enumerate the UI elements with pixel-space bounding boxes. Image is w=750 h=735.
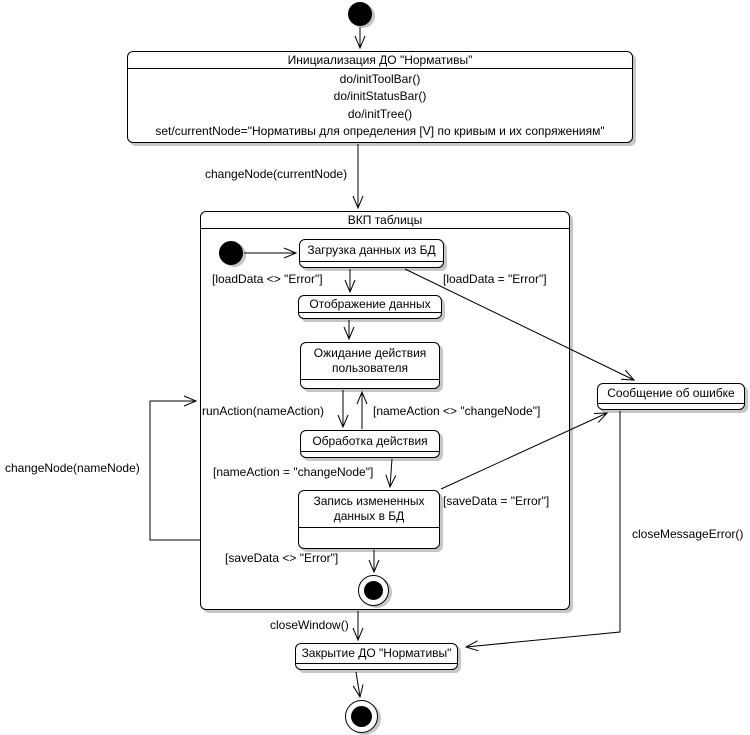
initial-state [348, 2, 372, 26]
state-init: Инициализация ДО "Нормативы" do/initTool… [127, 51, 633, 143]
transition-label-load-ok: [loadData <> "Error"] [212, 272, 323, 286]
state-error-message: Сообщение об ошибке [597, 383, 745, 410]
edge-composite-self-loop [149, 395, 200, 541]
state-save-data-line1: Запись измененных [313, 494, 425, 508]
state-load-data: Загрузка данных из БД [299, 239, 444, 268]
state-process-action-label: Обработка действия [312, 433, 428, 448]
state-save-data: Запись измененных данных в БД [298, 490, 440, 549]
state-close-do: Закрытие ДО "Нормативы" [295, 643, 458, 670]
state-save-data-line2: данных в БД [333, 509, 405, 523]
state-init-title: Инициализация ДО "Нормативы" [128, 52, 632, 69]
state-load-data-label: Загрузка данных из БД [307, 243, 436, 257]
action-init-toolbar: do/initToolBar() [339, 71, 421, 86]
state-wait-user-line2: пользователя [332, 361, 408, 375]
transition-label-load-error: [loadData = "Error"] [443, 272, 547, 286]
inner-final-state [358, 575, 389, 606]
state-error-message-label: Сообщение об ошибке [607, 386, 735, 400]
state-close-do-label: Закрытие ДО "Нормативы" [301, 646, 452, 660]
edge-close-to-final [352, 671, 364, 699]
state-wait-user: Ожидание действия пользователя [300, 342, 440, 389]
transition-label-save-ok: [saveData <> "Error"] [225, 551, 339, 565]
action-init-tree: do/initTree() [347, 106, 413, 121]
composite-state-title: ВКП таблицы [201, 212, 569, 229]
transition-label-change-node-current: changeNode(currentNode) [205, 167, 348, 181]
action-set-currentnode: set/currentNode="Нормативы для определен… [155, 124, 605, 138]
action-init-statusbar: do/initStatusBar() [333, 89, 427, 103]
transition-label-save-error: [saveData = "Error"] [443, 494, 550, 508]
transition-label-close-window: closeWindow() [270, 618, 349, 632]
state-display-data-label: Отображение данных [309, 296, 431, 311]
transition-label-close-message-error: closeMessageError() [632, 527, 744, 541]
transition-label-change-node-name: changeNode(nameNode) [5, 461, 140, 475]
state-display-data: Отображение данных [298, 295, 442, 319]
transition-label-name-action-neq: [nameAction <> "changeNode"] [373, 404, 541, 418]
final-state [345, 700, 378, 733]
transition-label-name-action-eq: [nameAction = "changeNode"] [213, 465, 374, 479]
state-wait-user-line1: Ожидание действия [313, 346, 427, 360]
state-init-actions: do/initToolBar() do/initStatusBar() do/i… [128, 69, 632, 142]
inner-initial-state [219, 241, 243, 265]
transition-label-run-action: runAction(nameAction) [202, 404, 325, 418]
state-process-action: Обработка действия [300, 430, 440, 458]
